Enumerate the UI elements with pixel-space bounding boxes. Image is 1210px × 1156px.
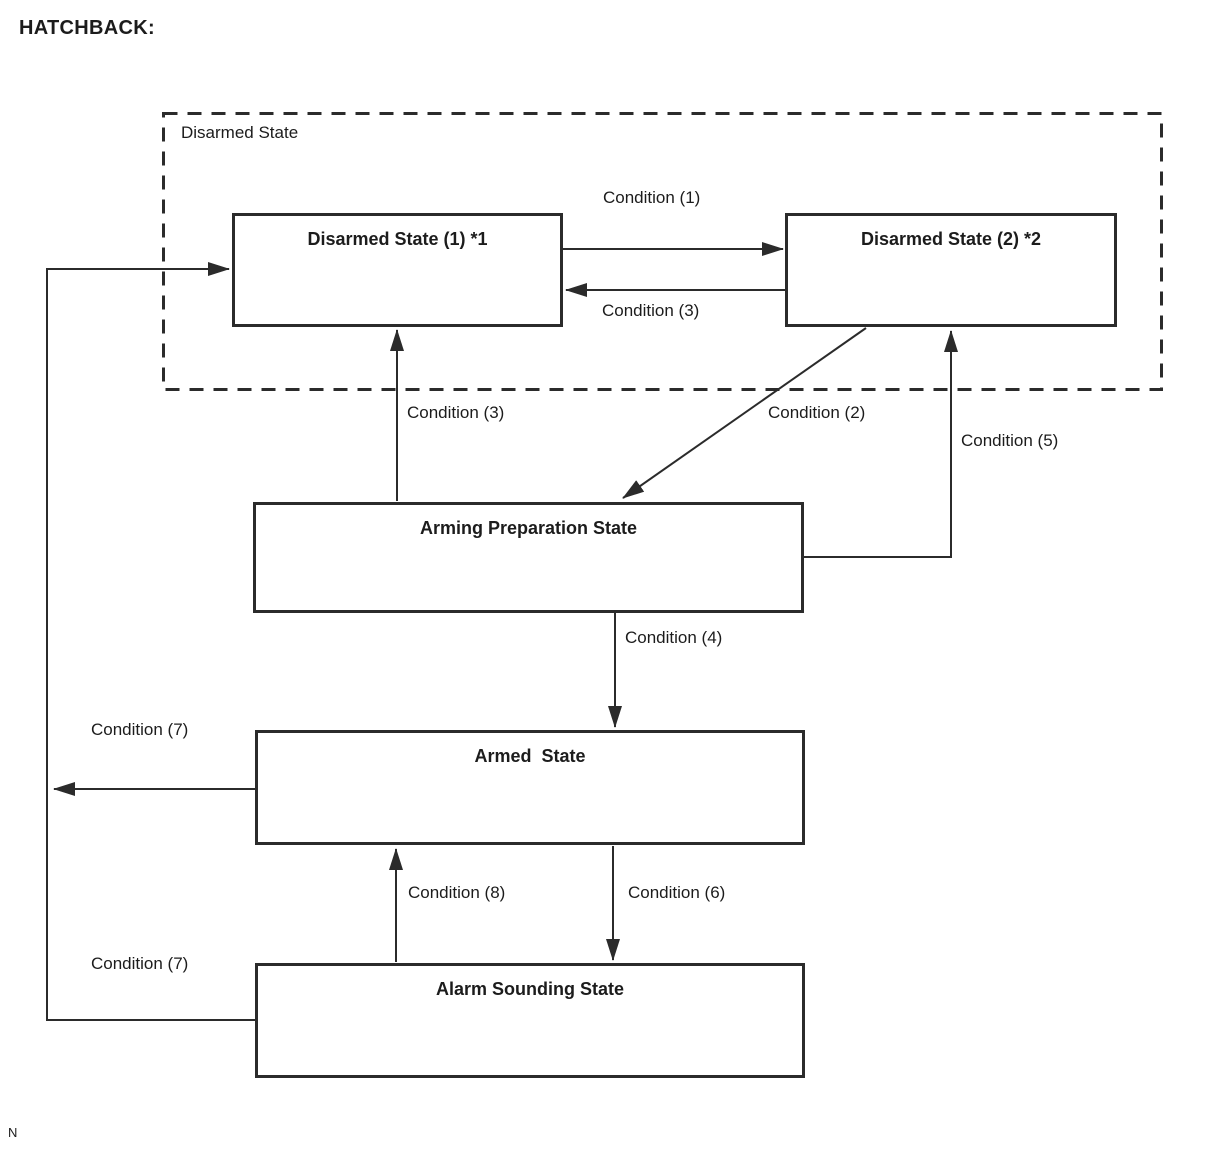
state-label-arming-preparation: Arming Preparation State <box>419 518 638 538</box>
state-label-alarm-sounding: Alarm Sounding State <box>435 979 624 999</box>
condition-7-bottom-label: Condition (7) <box>91 954 189 973</box>
page-title: HATCHBACK: <box>19 17 155 39</box>
transition-condition-7-bottom-line <box>46 262 256 1021</box>
state-box-disarmed-1: Disarmed State (1) *1 <box>232 213 563 327</box>
state-box-disarmed-2: Disarmed State (2) *2 <box>785 213 1117 327</box>
disarmed-group-label: Disarmed State <box>181 123 299 142</box>
condition-6-label: Condition (6) <box>628 883 726 902</box>
condition-4-label: Condition (4) <box>625 628 723 647</box>
footnote-marker: N <box>8 1125 18 1140</box>
condition-3-up-label: Condition (3) <box>407 403 505 422</box>
condition-8-label: Condition (8) <box>408 883 506 902</box>
state-label-armed: Armed State <box>474 746 586 766</box>
transition-condition-2-line <box>622 327 867 499</box>
state-label-disarmed-1: Disarmed State (1) *1 <box>307 229 488 249</box>
condition-2-label: Condition (2) <box>768 403 866 422</box>
disarmed-group-dashed-border <box>162 112 1163 391</box>
condition-1-label: Condition (1) <box>603 188 701 207</box>
condition-3-return-label: Condition (3) <box>602 301 700 320</box>
state-box-arming-preparation: Arming Preparation State <box>253 502 804 613</box>
state-label-disarmed-2: Disarmed State (2) *2 <box>860 229 1042 249</box>
condition-5-label: Condition (5) <box>961 431 1059 450</box>
state-box-armed: Armed State <box>255 730 805 845</box>
condition-7-top-label: Condition (7) <box>91 720 189 739</box>
transition-condition-5-line <box>803 330 958 558</box>
state-box-alarm-sounding: Alarm Sounding State <box>255 963 805 1078</box>
